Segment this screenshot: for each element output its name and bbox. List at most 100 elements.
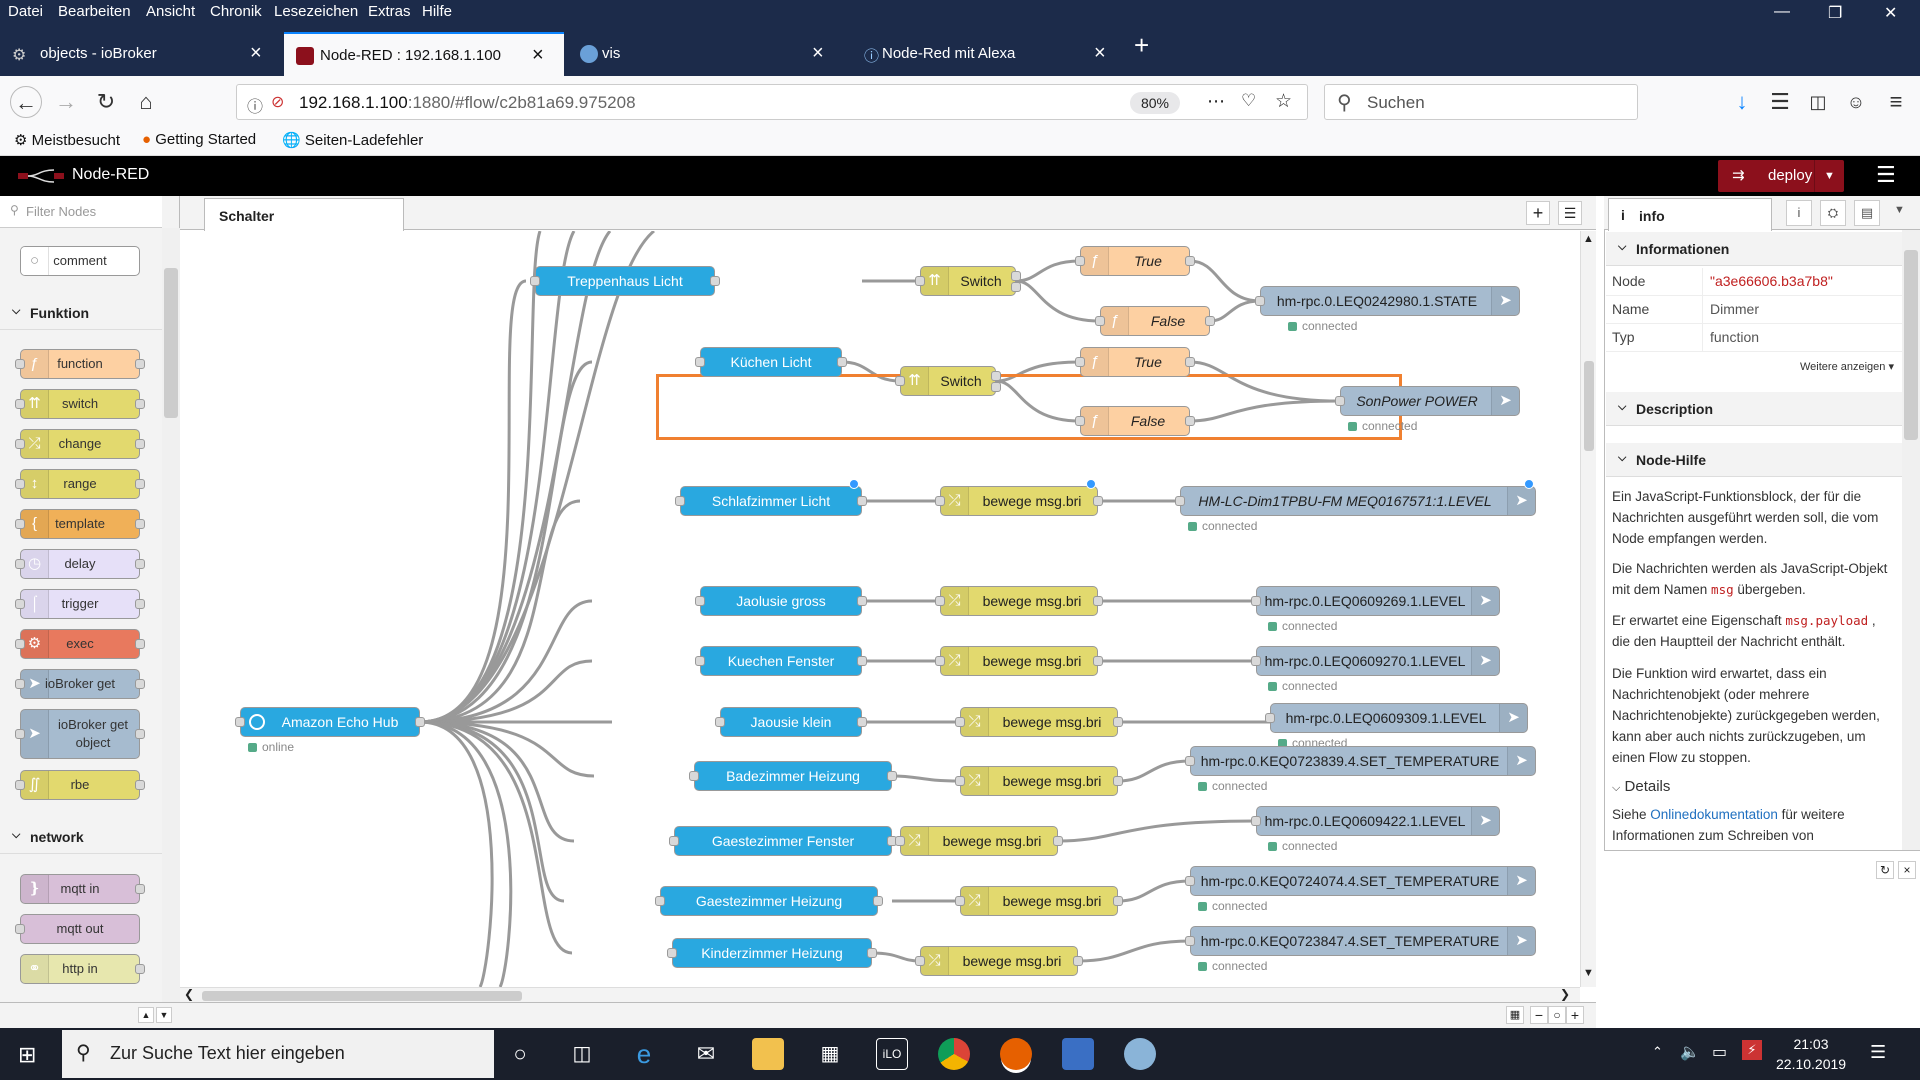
palette-node-iobroker-get-object[interactable]: ➤ioBroker get object [15,709,145,759]
firefox-taskbar-icon[interactable] [1000,1038,1032,1070]
node-kuechen-fenster[interactable]: Kuechen Fenster [695,646,867,676]
refresh-icon[interactable]: ↻ [1876,861,1894,879]
menu-hilfe[interactable]: Hilfe [422,3,453,20]
menu-lesezeichen[interactable]: Lesezeichen [274,3,359,20]
palette-node-mqtt-out[interactable]: mqtt out [15,914,140,944]
scrollbar-thumb[interactable] [1904,250,1918,440]
debug-icon[interactable]: ⛭ [1820,200,1846,226]
bookmark-getting-started[interactable]: ● Getting Started [142,131,256,148]
notifications-icon[interactable]: ☰ [1870,1042,1887,1062]
details-heading[interactable]: ⌵ Details [1612,778,1670,795]
chrome-icon[interactable] [938,1038,970,1070]
mail-icon[interactable]: ✉ [696,1041,716,1066]
node-temperature-1[interactable]: ➤hm-rpc.0.KEQ0723839.4.SET_TEMPERATURE [1185,746,1536,776]
sidebar-menu-chevron-icon[interactable]: ▼ [1894,204,1905,216]
palette-node-exec[interactable]: ⚙exec [15,629,145,659]
collapse-down-icon[interactable]: ▼ [156,1007,172,1023]
node-treppenhaus-licht[interactable]: Treppenhaus Licht [530,266,720,296]
info-icon[interactable]: i [1786,200,1812,226]
menu-datei[interactable]: Datei [8,3,44,20]
close-tab-icon[interactable]: × [532,44,544,66]
tab-schalter[interactable]: Schalter [204,198,404,231]
bookmark-ladefehler[interactable]: 🌐 Seiten-Ladefehler [282,132,424,149]
tray-app-icon[interactable]: ⚡ [1742,1040,1762,1060]
node-jalousie-klein[interactable]: Jaousie klein [715,707,867,737]
open-menu-icon[interactable]: ≡ [1889,89,1903,114]
node-gaestezimmer-heizung[interactable]: Gaestezimmer Heizung [655,886,883,916]
node-bewege-3[interactable]: ⤮bewege msg.bri [935,646,1103,676]
node-amazon-echo-hub[interactable]: Amazon Echo Hub [235,707,425,737]
menu-chronik[interactable]: Chronik [210,3,262,20]
category-funktion[interactable]: ⌵Funktion [0,296,162,330]
palette-node-template[interactable]: {template [15,509,145,539]
node-level-4[interactable]: ➤hm-rpc.0.LEQ0609422.1.LEVEL [1251,806,1500,836]
tab-info[interactable]: i info [1608,198,1772,231]
bookmark-meistbesucht[interactable]: ⚙ Meistbesucht [14,132,120,149]
node-badezimmer-heizung[interactable]: Badezimmer Heizung [689,761,897,791]
cortana-icon[interactable]: ○ [513,1041,527,1066]
node-gaestezimmer-fenster[interactable]: Gaestezimmer Fenster [669,826,897,856]
bookmark-star-icon[interactable]: ☆ [1275,91,1293,112]
ilo-icon[interactable]: iLO [876,1038,908,1070]
node-bewege-8[interactable]: ⤮bewege msg.bri [915,946,1083,976]
tray-chevron-icon[interactable]: ⌃ [1652,1044,1663,1059]
category-network[interactable]: ⌵network [0,820,162,854]
section-description[interactable]: ⌵Description [1606,392,1902,426]
pocket-icon[interactable]: ♡ [1241,91,1257,110]
menu-extras[interactable]: Extras [368,3,411,20]
explorer-icon[interactable] [752,1038,784,1070]
close-icon[interactable]: × [1898,861,1916,879]
node-jalousie-gross[interactable]: Jaolusie gross [695,586,867,616]
palette-node-trigger[interactable]: ⌠trigger [15,589,145,619]
url-bar[interactable]: ⓘ ⊘ 192.168.1.100:1880/#flow/c2b81a69.97… [236,84,1308,120]
tab-node-red[interactable]: Node-RED : 192.168.1.100 × [284,32,564,76]
canvas-vertical-scrollbar[interactable]: ▲ ▼ [1580,231,1596,987]
deploy-button[interactable]: ⇉ deploy ▼ [1718,160,1844,192]
node-bewege-5[interactable]: ⤮bewege msg.bri [955,766,1123,796]
reload-icon[interactable]: ↻ [96,89,116,114]
close-tab-icon[interactable]: × [1094,42,1106,64]
info-icon[interactable]: ⓘ [247,99,264,116]
edge-icon[interactable]: e [636,1039,652,1069]
online-docs-link[interactable]: Onlinedokumentation [1650,807,1778,822]
page-actions-icon[interactable]: ⋯ [1207,91,1225,111]
task-view-icon[interactable]: ◫ [572,1043,592,1065]
property-value[interactable]: "a3e66606.b3a7b8" [1710,273,1833,289]
zoom-in-icon[interactable]: + [1566,1006,1584,1024]
node-bewege-7[interactable]: ⤮bewege msg.bri [955,886,1123,916]
volume-icon[interactable]: 🔈 [1680,1044,1700,1061]
zoom-out-icon[interactable]: − [1530,1006,1548,1024]
node-kuechen-licht[interactable]: Küchen Licht [695,347,847,377]
battery-icon[interactable]: ▭ [1712,1044,1728,1061]
node-bewege-1[interactable]: ⤮bewege msg.bri [935,486,1103,516]
tab-vis[interactable]: vis × [568,32,848,76]
scroll-down-icon[interactable]: ▼ [1583,967,1594,979]
sidebar-toggle-icon[interactable]: ◫ [1809,92,1827,112]
node-switch-2[interactable]: ⇈Switch [895,366,1001,396]
home-icon[interactable]: ⌂ [139,89,153,114]
palette-node-iobroker-get[interactable]: ➤ioBroker get [15,669,145,699]
palette-node-range[interactable]: ↕range [15,469,145,499]
node-level-1[interactable]: ➤hm-rpc.0.LEQ0609269.1.LEVEL [1251,586,1500,616]
node-bewege-2[interactable]: ⤮bewege msg.bri [935,586,1103,616]
zoom-reset-icon[interactable]: ○ [1548,1006,1566,1024]
scrollbar-thumb[interactable] [164,268,178,418]
store-icon[interactable]: ▦ [820,1043,840,1065]
palette-filter-input[interactable]: ⚲ Filter Nodes [0,196,162,228]
dashboard-icon[interactable]: ▤ [1854,200,1880,226]
canvas-horizontal-scrollbar[interactable]: ❮ ❯ [180,987,1580,1003]
back-icon[interactable]: ← [10,86,42,118]
new-tab-icon[interactable]: + [1134,30,1150,60]
taskbar-search-input[interactable]: ⚲ Zur Suche Text hier eingeben [62,1030,494,1078]
scrollbar-thumb[interactable] [202,991,522,1001]
node-temperature-2[interactable]: ➤hm-rpc.0.KEQ0724074.4.SET_TEMPERATURE [1185,866,1536,896]
node-state-1[interactable]: ➤hm-rpc.0.LEQ0242980.1.STATE [1255,286,1520,316]
menu-bearbeiten[interactable]: Bearbeiten [58,3,131,20]
